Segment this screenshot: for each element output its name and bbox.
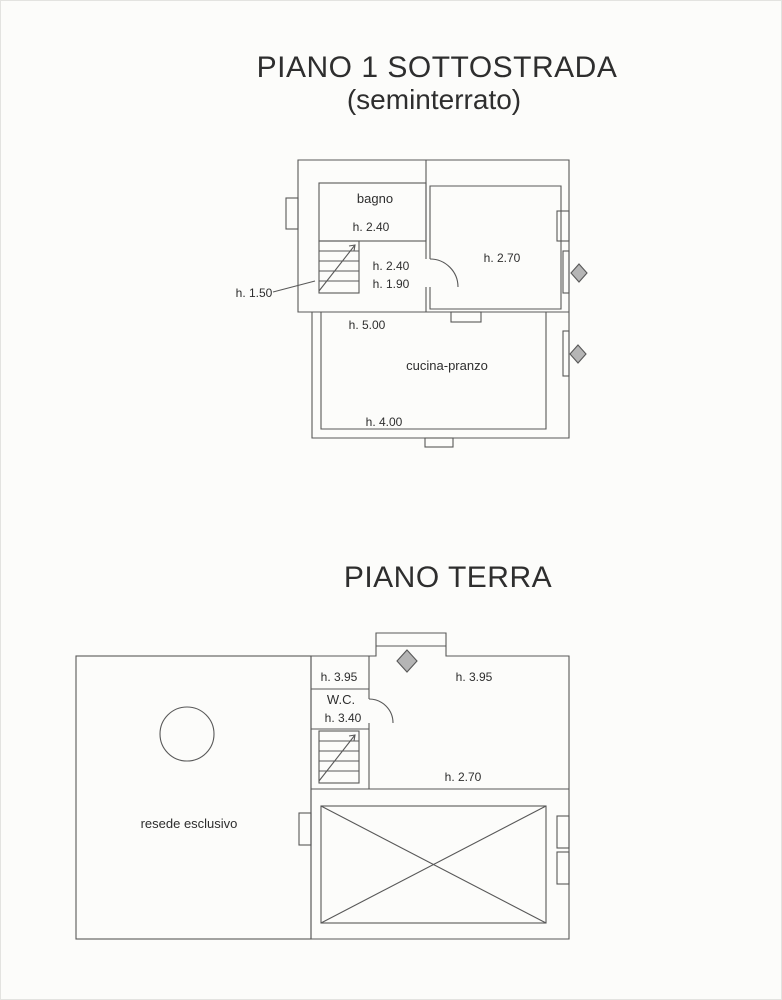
floor1-vent-icon-upper: [570, 263, 588, 283]
floor1-label-h-stair-lower: h. 1.90: [373, 277, 410, 291]
floor1-label-h-bagno: h. 2.40: [353, 220, 390, 234]
floor2-label-h-wc: h. 3.40: [325, 711, 362, 725]
floor1-label-h-stair-upper: h. 2.40: [373, 259, 410, 273]
floor2-resede-area: [75, 655, 312, 940]
floor2-stairs: [318, 730, 360, 784]
floor1-label-h-understair: h. 1.50: [236, 286, 273, 300]
floor2-label-resede: resede esclusivo: [141, 816, 238, 831]
floor2-label-wc: W.C.: [327, 692, 355, 707]
floor2-terrace: [320, 805, 547, 924]
floor1-plan: [272, 159, 588, 448]
floor1-outer-wall: [297, 159, 570, 439]
floor2-label-h-top-right: h. 3.95: [456, 670, 493, 684]
floor1-right-room: [429, 185, 562, 310]
floor2-labels: h. 3.95 h. 3.95 W.C. h. 3.40 h. 2.70 res…: [141, 670, 493, 831]
floor2-left-opening: [298, 812, 312, 846]
floor2-titles: PIANO TERRA: [344, 561, 552, 594]
floor1-label-h-right-room: h. 2.70: [484, 251, 521, 265]
floor1-window-lower: [562, 330, 570, 377]
floor2-wc-walls: [311, 688, 369, 730]
floor1-vent-icon-lower: [569, 344, 587, 364]
floor1-topright-shaft: [556, 210, 570, 242]
floor1-step-top: [450, 311, 482, 323]
floor1-label-h-cucina: h. 4.00: [366, 415, 403, 429]
floor1-title: PIANO 1 SOTTOSTRADA: [257, 51, 618, 84]
floor1-label-h-mid: h. 5.00: [349, 318, 386, 332]
floor2-entry-icon: [396, 649, 418, 673]
floor1-cucina-room: [320, 312, 547, 430]
floor1-label-bagno: bagno: [357, 191, 393, 206]
floor2-plan: [75, 632, 570, 940]
floor1-stairs-arrow: [348, 244, 356, 252]
floor1-step-bottom: [424, 437, 454, 448]
floor2-door-arc: [368, 698, 394, 724]
floor2-well-circle: [159, 706, 215, 762]
floor1-label-cucina: cucina-pranzo: [406, 358, 488, 373]
floor1-left-chimney: [285, 197, 299, 230]
floor1-subtitle: (seminterrato): [347, 84, 521, 115]
floor2-label-h-top-left: h. 3.95: [321, 670, 358, 684]
floor2-window-right-1: [556, 815, 570, 849]
floor1-vent-symbols: [569, 263, 588, 364]
floor1-labels: bagno h. 2.40 h. 2.40 h. 1.90 h. 1.50 h.…: [236, 191, 521, 429]
floor2-outer-wall: [310, 632, 570, 940]
floor1-stairs: [318, 240, 360, 294]
floor1-window-upper: [562, 250, 570, 294]
floor2-label-h-lower: h. 2.70: [445, 770, 482, 784]
floor2-stairs-arrow: [348, 734, 356, 742]
floor1-leader-line: [272, 280, 316, 293]
floor1-door-arc: [429, 258, 459, 288]
floor2-title: PIANO TERRA: [344, 561, 552, 594]
floor2-window-right-2: [556, 851, 570, 885]
floor1-titles: PIANO 1 SOTTOSTRADA (seminterrato): [257, 51, 618, 115]
